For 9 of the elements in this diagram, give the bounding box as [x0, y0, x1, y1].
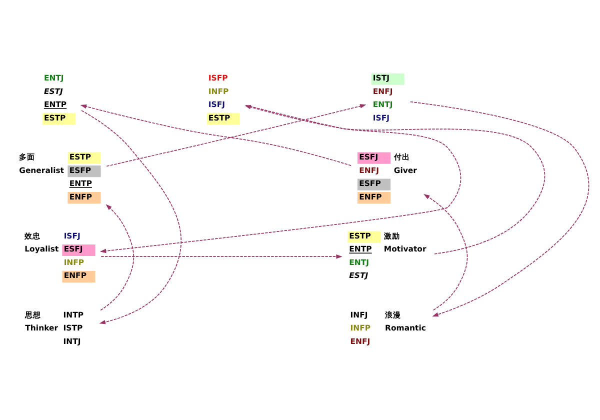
- arrow: [410, 100, 590, 316]
- arrow: [80, 104, 352, 166]
- arrow: [244, 104, 546, 254]
- arrow: [100, 254, 342, 258]
- arrow: [100, 204, 134, 310]
- arrow: [106, 104, 366, 166]
- arrow: [100, 104, 462, 253]
- arrow: [81, 110, 182, 324]
- arrow: [424, 194, 468, 310]
